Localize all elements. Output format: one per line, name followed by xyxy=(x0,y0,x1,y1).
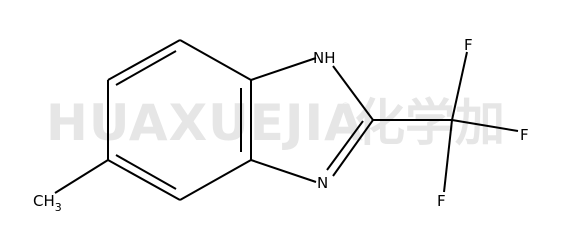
watermark-text: HUAXUEJIA xyxy=(46,94,364,152)
benzene-ring xyxy=(107,39,252,201)
bond-c6-c6-inner xyxy=(115,50,177,86)
bond-c7-c6 xyxy=(107,39,181,81)
bond-c-f-top xyxy=(451,51,468,121)
watermark-registered-mark: ® xyxy=(340,100,351,113)
watermark-cjk-text: 化学加 xyxy=(355,94,505,152)
bond-c7a-c7 xyxy=(179,39,252,81)
atom-label-ch3-subscript: 3 xyxy=(55,201,62,214)
atom-label-ch3-main: CH xyxy=(33,192,55,210)
atom-label-nh: NH xyxy=(313,49,336,67)
bond-c7a-n1 xyxy=(250,57,317,81)
atom-label-f-top: F xyxy=(464,36,473,54)
bond-c2-n3 xyxy=(332,119,374,177)
substituent-bonds xyxy=(54,51,519,194)
atom-label-ch3: CH3 xyxy=(33,192,62,214)
watermark: HUAXUEJIA ® 化学加 xyxy=(46,94,505,152)
bond-c5-ch3 xyxy=(54,159,109,194)
bond-c-f-right xyxy=(451,119,519,132)
bond-c5-c4-inner xyxy=(115,154,177,190)
atom-label-n: N xyxy=(317,174,328,192)
bond-n1-c2 xyxy=(332,65,374,121)
atom-labels: NH N F F F CH3 xyxy=(33,36,529,214)
bond-c-f-bottom xyxy=(443,119,453,193)
bond-n3-c3a xyxy=(250,159,317,183)
bond-c4-c3a xyxy=(179,159,252,201)
atom-label-f-right: F xyxy=(520,126,529,144)
atom-label-f-bottom: F xyxy=(437,192,446,210)
imidazole-ring xyxy=(250,57,374,183)
bond-c5-c4 xyxy=(107,159,181,201)
bond-c2-n3-inner xyxy=(326,120,364,171)
